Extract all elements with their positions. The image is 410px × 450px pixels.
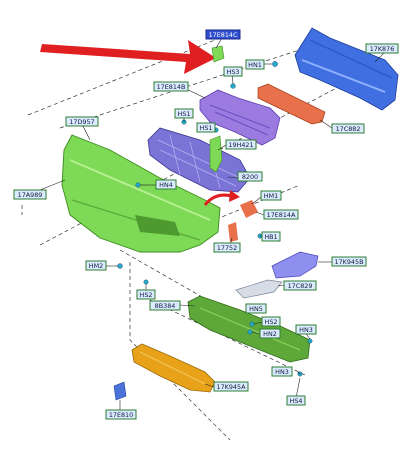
label-hb1: HB1: [261, 231, 281, 242]
svg-text:HS2: HS2: [140, 291, 153, 299]
bumper-beam: [294, 27, 399, 111]
svg-text:17C882: 17C882: [336, 125, 361, 133]
svg-text:HS2: HS2: [265, 318, 278, 326]
svg-text:HS4: HS4: [290, 397, 303, 405]
label-hn2: HN2: [259, 328, 281, 339]
svg-text:HS1: HS1: [200, 124, 213, 132]
svg-text:HS1: HS1: [178, 110, 191, 118]
leader-lines: [29, 37, 385, 410]
fog-lamp-trim: [271, 251, 319, 279]
label-hs1-lower: HS1: [196, 122, 216, 133]
label-17c829: 17C829: [283, 280, 317, 291]
label-hn5: HN5: [245, 303, 267, 314]
label-17c882: 17C882: [331, 123, 365, 134]
svg-text:HN3: HN3: [299, 326, 313, 334]
label-hm2: HM2: [85, 260, 107, 271]
chrome-trim: [235, 279, 283, 299]
center-bracket: [209, 135, 223, 173]
label-hs2-right: HS2: [261, 316, 281, 327]
label-hn1: HN1: [245, 59, 265, 70]
svg-text:8B384: 8B384: [155, 302, 176, 310]
svg-text:17E810: 17E810: [109, 411, 133, 419]
skid-plate: [131, 343, 216, 393]
label-hs4: HS4: [286, 395, 306, 406]
label-17752: 17752: [213, 242, 241, 253]
label-8b384: 8B384: [149, 300, 181, 311]
svg-text:17E814C: 17E814C: [209, 31, 238, 39]
svg-text:17K876: 17K876: [370, 45, 395, 53]
bottom-clip-part: [113, 381, 127, 401]
label-hn4: HN4: [155, 179, 177, 190]
upper-bracket: [257, 83, 326, 125]
svg-text:HN3: HN3: [275, 368, 289, 376]
svg-text:8200: 8200: [242, 173, 258, 181]
bumper-cover: [61, 134, 221, 253]
label-17e810: 17E810: [105, 409, 137, 420]
label-17d957: 17D957: [65, 116, 99, 127]
side-brackets: [228, 200, 258, 242]
label-17e814c: 17E814C: [205, 29, 241, 40]
red-curve-arrow-icon: [203, 190, 240, 206]
label-hn3-lower: HN3: [271, 366, 293, 377]
label-hm1: HM1: [260, 190, 282, 201]
svg-text:17C829: 17C829: [288, 282, 313, 290]
grille: [147, 127, 251, 193]
label-hs1-upper: HS1: [174, 108, 194, 119]
svg-text:17D957: 17D957: [69, 118, 94, 126]
label-hs3: HS3: [223, 66, 243, 77]
svg-text:HN2: HN2: [263, 330, 277, 338]
label-19h421: 19H421: [225, 139, 257, 150]
svg-text:HS3: HS3: [227, 68, 240, 76]
svg-text:HN4: HN4: [159, 181, 173, 189]
svg-text:17752: 17752: [217, 244, 237, 252]
svg-text:HN5: HN5: [249, 305, 263, 313]
label-17e814a: 17E814A: [263, 209, 299, 220]
svg-text:HM2: HM2: [89, 262, 103, 270]
svg-text:HB1: HB1: [264, 233, 277, 241]
svg-text:17E814A: 17E814A: [267, 211, 296, 219]
label-17k945a: 17K945A: [213, 381, 249, 392]
label-17k876: 17K876: [365, 43, 399, 54]
red-arrow-icon: [40, 40, 216, 74]
lower-guard: [187, 295, 311, 363]
svg-text:17K945A: 17K945A: [217, 383, 247, 391]
svg-text:17E814B: 17E814B: [157, 83, 186, 91]
svg-text:HN1: HN1: [248, 61, 262, 69]
label-17k945b: 17K945B: [331, 256, 367, 267]
svg-text:17K945B: 17K945B: [335, 258, 364, 266]
svg-text:19H421: 19H421: [228, 141, 253, 149]
label-hs2-left: HS2: [136, 289, 156, 300]
energy-absorber: [199, 89, 281, 146]
small-bracket: [211, 45, 225, 63]
label-hn3-upper: HN3: [295, 324, 317, 335]
label-17a989: 17A989: [13, 189, 47, 200]
svg-text:HM1: HM1: [264, 192, 278, 200]
label-8200: 8200: [237, 171, 263, 182]
svg-text:17A989: 17A989: [18, 191, 43, 199]
label-17e814b: 17E814B: [153, 81, 189, 92]
